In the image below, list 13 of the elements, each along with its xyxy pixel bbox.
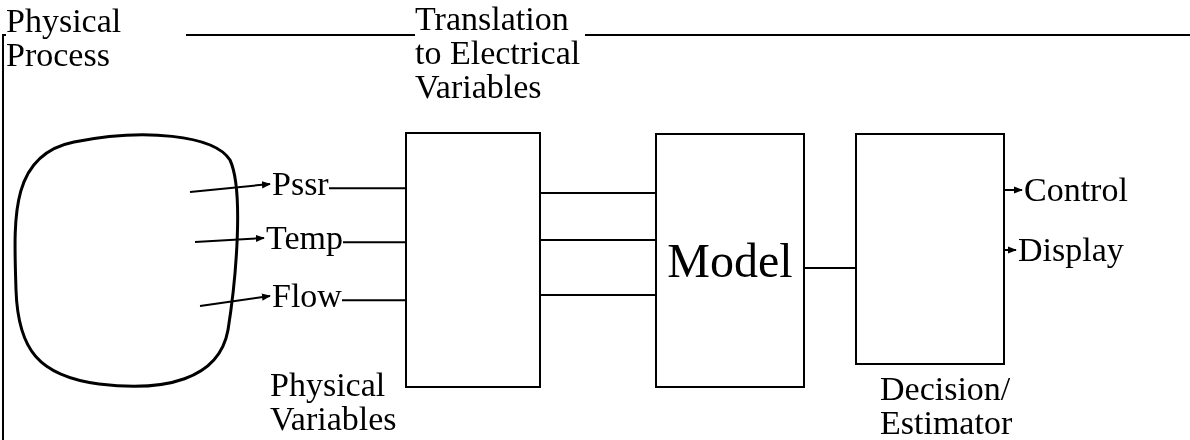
arrow [1004,186,1023,194]
connector-line [341,241,406,244]
connector-line [540,192,656,194]
connector-line [340,299,406,302]
connector-line [540,294,656,296]
arrow [194,234,265,243]
model-box: Model [655,133,805,388]
connector-line [327,187,406,190]
connector-line [540,239,656,241]
connector-line [804,267,856,269]
arrow [189,181,271,193]
arrow [1004,246,1017,254]
arrow [199,293,271,307]
